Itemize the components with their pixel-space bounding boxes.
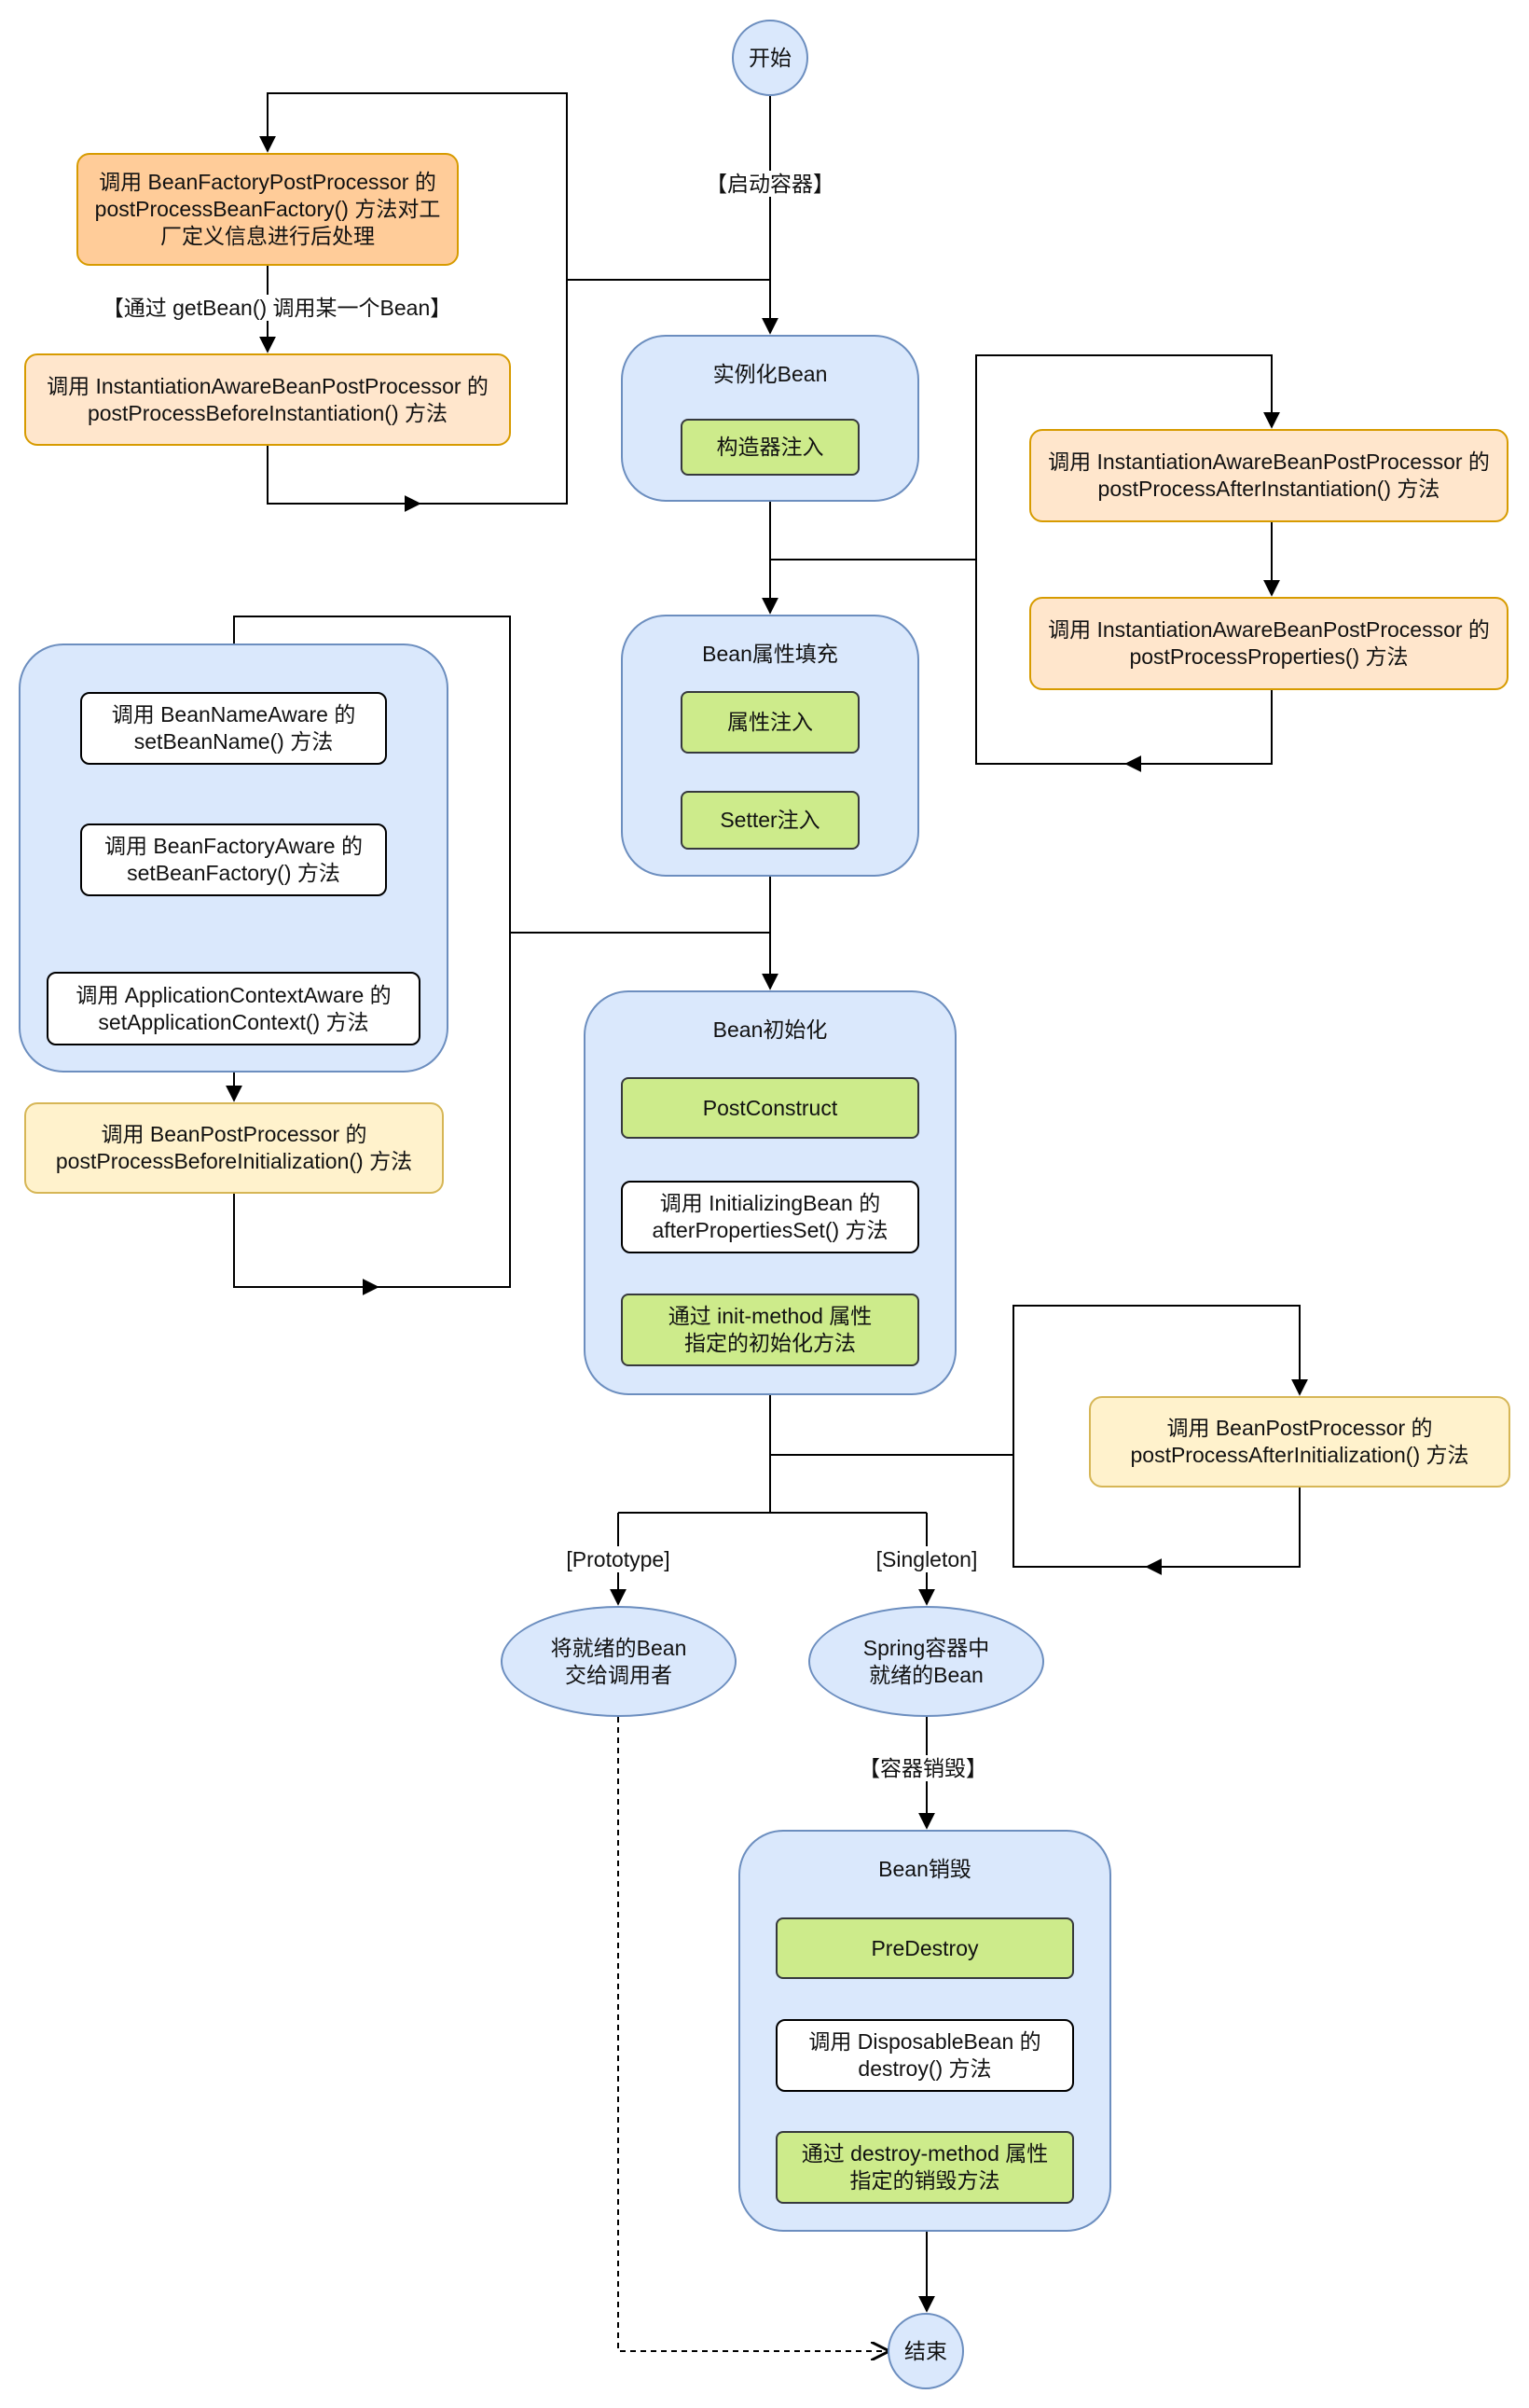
init-method-node: 通过 init-method 属性 指定的初始化方法	[621, 1294, 919, 1366]
prototype-ready-node: 将就绪的Bean 交给调用者	[501, 1606, 737, 1717]
bpp-after-init-node: 调用 BeanPostProcessor 的 postProcessAfterI…	[1089, 1396, 1510, 1488]
destroy-method-node: 通过 destroy-method 属性 指定的销毁方法	[776, 2131, 1074, 2204]
edge-after-inst-loop	[770, 354, 1280, 560]
instantiate-title: 实例化Bean	[712, 362, 828, 386]
label-start-container: 【启动容器】	[704, 171, 836, 197]
populate-title: Bean属性填充	[702, 642, 838, 666]
label-get-bean: 【通过 getBean() 调用某一个Bean】	[100, 295, 454, 321]
bpp-before-init-node: 调用 BeanPostProcessor 的 postProcessBefore…	[24, 1102, 444, 1194]
initializing-bean-node: 调用 InitializingBean 的 afterPropertiesSet…	[621, 1181, 919, 1253]
instantiation-before-node: 调用 InstantiationAwareBeanPostProcessor 的…	[24, 353, 511, 446]
start-node: 开始	[732, 20, 808, 96]
edge-bpp-after-loop	[770, 1305, 1308, 1456]
label-container-destroy: 【容器销毁】	[857, 1755, 989, 1781]
application-context-aware-node: 调用 ApplicationContextAware 的 setApplicat…	[47, 972, 420, 1045]
bean-name-aware-node: 调用 BeanNameAware 的 setBeanName() 方法	[80, 692, 387, 765]
singleton-ready-node: Spring容器中 就绪的Bean	[808, 1606, 1044, 1717]
bean-factory-post-processor-node: 调用 BeanFactoryPostProcessor 的 postProces…	[76, 153, 459, 266]
init-title: Bean初始化	[712, 1017, 828, 1042]
instantiation-after-node: 调用 InstantiationAwareBeanPostProcessor 的…	[1029, 429, 1508, 522]
setter-inject-node: Setter注入	[681, 791, 860, 850]
property-inject-node: 属性注入	[681, 691, 860, 754]
post-construct-node: PostConstruct	[621, 1077, 919, 1139]
edge-aware-loop	[226, 616, 770, 934]
disposable-bean-node: 调用 DisposableBean 的 destroy() 方法	[776, 2019, 1074, 2092]
instantiation-properties-node: 调用 InstantiationAwareBeanPostProcessor 的…	[1029, 597, 1508, 690]
pre-destroy-node: PreDestroy	[776, 1917, 1074, 1979]
bean-factory-aware-node: 调用 BeanFactoryAware 的 setBeanFactory() 方…	[80, 823, 387, 896]
edge-props-return	[975, 560, 1273, 765]
edge-bfpp-loop-top	[259, 92, 770, 281]
edge-prototype-end	[617, 1717, 888, 2351]
end-node: 结束	[888, 2313, 964, 2389]
label-prototype: [Prototype]	[564, 1546, 672, 1572]
label-singleton: [Singleton]	[874, 1546, 980, 1572]
constructor-inject-node: 构造器注入	[681, 419, 860, 476]
destroy-title: Bean销毁	[878, 1857, 971, 1881]
